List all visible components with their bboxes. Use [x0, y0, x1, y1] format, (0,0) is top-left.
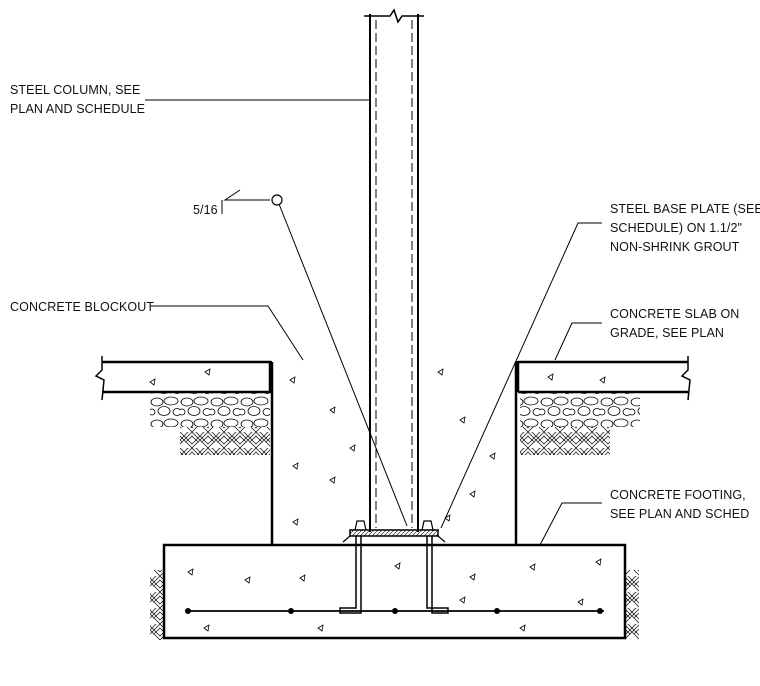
concrete-slab-left: [94, 356, 272, 401]
anchor-rods: [339, 536, 449, 614]
footing-rebar: [185, 608, 604, 614]
concrete-footing: [162, 543, 627, 640]
label-concrete-blockout: CONCRETE BLOCKOUT: [10, 300, 154, 314]
label-slab-on-grade: CONCRETE SLAB ON GRADE, SEE PLAN: [610, 307, 743, 340]
steel-column: [364, 8, 424, 532]
leader-lines: [145, 99, 602, 546]
soil-hatch: [150, 393, 640, 640]
label-steel-column: STEEL COLUMN, SEE PLAN AND SCHEDULE: [10, 83, 145, 116]
label-weld-size: 5/16: [193, 203, 218, 217]
concrete-blockout: [266, 361, 522, 545]
concrete-slab-right: [516, 356, 691, 401]
label-concrete-footing: CONCRETE FOOTING, SEE PLAN AND SCHED: [610, 488, 749, 521]
steel-base-plate: [342, 520, 446, 543]
label-steel-base-plate: STEEL BASE PLATE (SEE SCHEDULE) ON 1.1/2…: [610, 202, 760, 254]
